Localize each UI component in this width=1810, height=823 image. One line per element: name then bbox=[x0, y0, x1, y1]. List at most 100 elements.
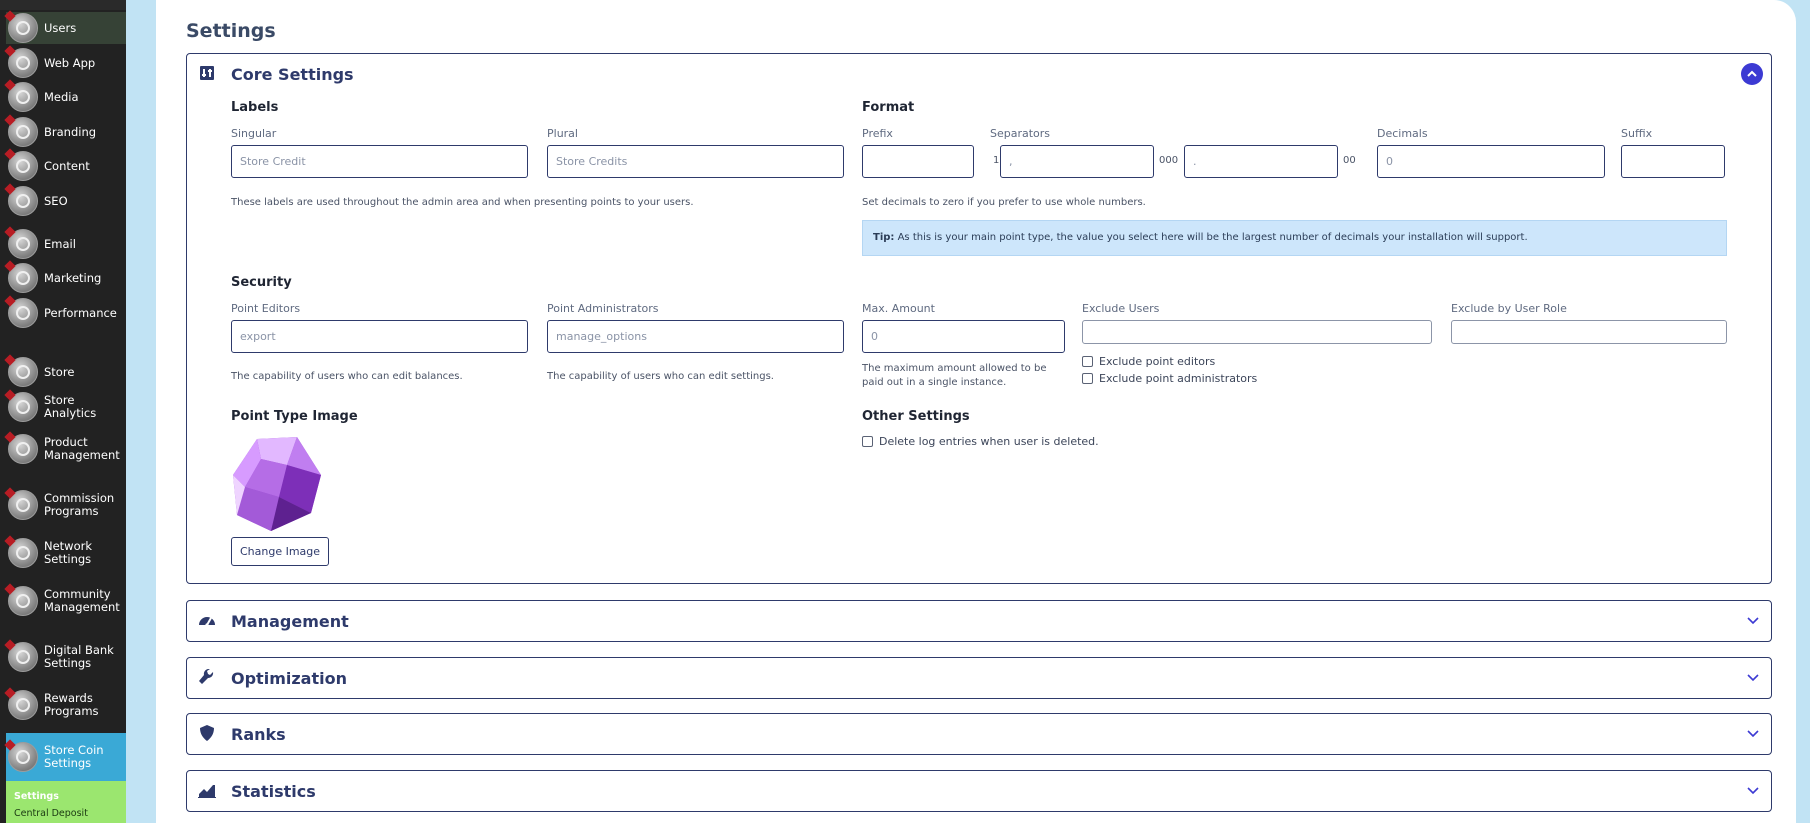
exclude-role-input[interactable] bbox=[1451, 320, 1727, 344]
sidebar-item-label: Users bbox=[44, 20, 77, 35]
media-icon bbox=[8, 82, 38, 112]
sidebar-item-label: Performance bbox=[44, 305, 117, 320]
sidebar-item-label: SEO bbox=[44, 193, 68, 208]
point-administrators-input[interactable]: manage_options bbox=[547, 320, 844, 353]
sidebar-item-rewards-programs[interactable]: Rewards Programs bbox=[6, 688, 126, 722]
sidebar-item-users[interactable]: Users bbox=[6, 12, 126, 44]
sidebar-item-commission-programs[interactable]: Commission Programs bbox=[6, 488, 126, 522]
ranks-header[interactable]: Ranks bbox=[187, 714, 1771, 754]
email-icon bbox=[8, 229, 38, 259]
page-title: Settings bbox=[186, 20, 276, 42]
chevron-down-icon[interactable] bbox=[1743, 724, 1763, 744]
point-editors-label: Point Editors bbox=[231, 302, 301, 315]
exclude-admins-label: Exclude point administrators bbox=[1099, 372, 1258, 385]
exclude-admins-checkbox[interactable] bbox=[1082, 373, 1093, 384]
suffix-label: Suffix bbox=[1621, 127, 1653, 140]
network-settings-icon bbox=[8, 538, 38, 568]
labels-heading: Labels bbox=[231, 100, 279, 115]
sidebar-item-content[interactable]: Content bbox=[6, 150, 126, 182]
sidebar-item-label: Store bbox=[44, 364, 75, 379]
main-panel: Settings Core Settings Labels Singular S… bbox=[156, 0, 1796, 823]
suffix-input[interactable] bbox=[1621, 145, 1725, 178]
chevron-up-icon[interactable] bbox=[1741, 63, 1763, 85]
sidebar-item-email[interactable]: Email bbox=[6, 228, 126, 260]
sidebar-top-edge bbox=[0, 0, 126, 10]
users-icon bbox=[8, 13, 38, 43]
tip-label: Tip: bbox=[873, 232, 895, 243]
web-app-icon bbox=[8, 48, 38, 78]
store-icon bbox=[8, 357, 38, 387]
seo-icon bbox=[8, 186, 38, 216]
sidebar-item-store-analytics[interactable]: Store Analytics bbox=[6, 391, 126, 423]
core-settings-header[interactable]: Core Settings bbox=[187, 54, 1771, 94]
commission-programs-icon bbox=[8, 490, 38, 520]
tip-text: As this is your main point type, the val… bbox=[894, 232, 1528, 243]
chevron-down-icon[interactable] bbox=[1743, 611, 1763, 631]
sidebar-item-community-management[interactable]: Community Management bbox=[6, 584, 126, 618]
sidebar-item-digital-bank-settings[interactable]: Digital Bank Settings bbox=[6, 640, 126, 674]
plural-input[interactable]: Store Credits bbox=[547, 145, 844, 178]
prefix-label: Prefix bbox=[862, 127, 893, 140]
sidebar-item-media[interactable]: Media bbox=[6, 81, 126, 113]
sidebar-item-label: Community Management bbox=[44, 587, 120, 614]
decimal-separator-input[interactable]: . bbox=[1184, 145, 1338, 178]
point-type-image-heading: Point Type Image bbox=[231, 409, 358, 424]
thousands-separator-input[interactable]: , bbox=[1000, 145, 1154, 178]
submenu-item-settings[interactable]: Settings bbox=[14, 791, 59, 802]
delete-log-option[interactable]: Delete log entries when user is deleted. bbox=[862, 435, 1099, 448]
chevron-down-icon[interactable] bbox=[1743, 781, 1763, 801]
sidebar-item-performance[interactable]: Performance bbox=[6, 297, 126, 329]
delete-log-checkbox[interactable] bbox=[862, 436, 873, 447]
singular-input[interactable]: Store Credit bbox=[231, 145, 528, 178]
sidebar-submenu: Settings Central Deposit bbox=[6, 781, 126, 823]
chevron-down-icon[interactable] bbox=[1743, 668, 1763, 688]
section-title: Optimization bbox=[231, 668, 347, 688]
sidebar-item-marketing[interactable]: Marketing bbox=[6, 262, 126, 294]
exclude-editors-checkbox[interactable] bbox=[1082, 356, 1093, 367]
sidebar-item-label: Media bbox=[44, 89, 79, 104]
statistics-header[interactable]: Statistics bbox=[187, 771, 1771, 811]
point-editors-description: The capability of users who can edit bal… bbox=[231, 371, 463, 382]
dashboard-icon bbox=[198, 612, 216, 630]
max-amount-input[interactable]: 0 bbox=[862, 320, 1065, 353]
section-title: Management bbox=[231, 611, 349, 631]
management-header[interactable]: Management bbox=[187, 601, 1771, 641]
section-title: Ranks bbox=[231, 724, 286, 744]
sidebar-item-label: Network Settings bbox=[44, 539, 93, 566]
separator-example-2: 000 bbox=[1159, 155, 1179, 166]
exclude-point-editors-option[interactable]: Exclude point editors bbox=[1082, 355, 1215, 368]
exclude-point-administrators-option[interactable]: Exclude point administrators bbox=[1082, 372, 1257, 385]
sidebar-item-store[interactable]: Store bbox=[6, 356, 126, 388]
management-section[interactable]: Management bbox=[186, 600, 1772, 642]
exclude-users-input[interactable] bbox=[1082, 320, 1432, 344]
point-editors-input[interactable]: export bbox=[231, 320, 528, 353]
submenu-item-central-deposit[interactable]: Central Deposit bbox=[14, 808, 88, 819]
sidebar-item-store-coin-settings[interactable]: Store Coin Settings bbox=[6, 733, 126, 781]
prefix-input[interactable] bbox=[862, 145, 974, 178]
exclude-editors-label: Exclude point editors bbox=[1099, 355, 1216, 368]
format-heading: Format bbox=[862, 100, 915, 115]
section-title: Core Settings bbox=[231, 64, 354, 84]
labels-description: These labels are used throughout the adm… bbox=[231, 197, 694, 208]
optimization-section[interactable]: Optimization bbox=[186, 657, 1772, 699]
point-administrators-label: Point Administrators bbox=[547, 302, 659, 315]
digital-bank-settings-icon bbox=[8, 642, 38, 672]
sidebar-item-web-app[interactable]: Web App bbox=[6, 47, 126, 79]
wrench-icon bbox=[198, 668, 216, 687]
sidebar-item-branding[interactable]: Branding bbox=[6, 116, 126, 148]
change-image-button[interactable]: Change Image bbox=[231, 537, 329, 566]
sidebar-item-network-settings[interactable]: Network Settings bbox=[6, 536, 126, 570]
statistics-section[interactable]: Statistics bbox=[186, 770, 1772, 812]
sliders-icon bbox=[198, 65, 216, 83]
marketing-icon bbox=[8, 263, 38, 293]
decimals-input[interactable]: 0 bbox=[1377, 145, 1605, 178]
chart-icon bbox=[198, 782, 216, 800]
gem-icon bbox=[233, 437, 321, 531]
performance-icon bbox=[8, 298, 38, 328]
sidebar-item-label: Marketing bbox=[44, 270, 102, 285]
ranks-section[interactable]: Ranks bbox=[186, 713, 1772, 755]
sidebar-item-product-management[interactable]: Product Management bbox=[6, 432, 126, 466]
sidebar-item-seo[interactable]: SEO bbox=[6, 185, 126, 217]
optimization-header[interactable]: Optimization bbox=[187, 658, 1771, 698]
sidebar-item-label: Store Analytics bbox=[44, 393, 97, 420]
